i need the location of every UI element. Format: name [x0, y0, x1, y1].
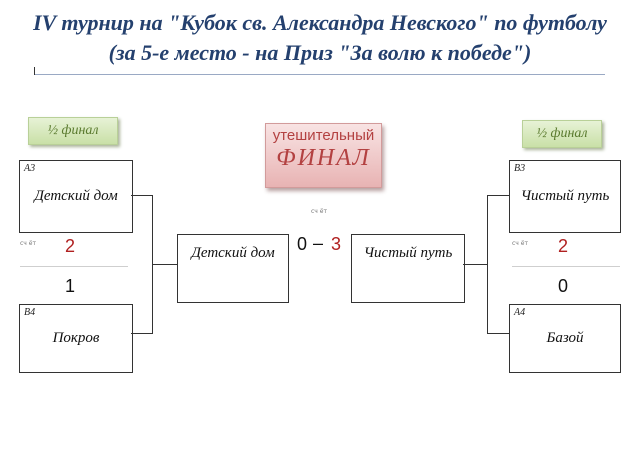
bracket-line: [487, 195, 488, 334]
bracket-line: [152, 264, 177, 265]
bracket-line: [487, 333, 509, 334]
team-box-right-bottom: А4 Базой: [509, 304, 621, 373]
bracket-line: [131, 195, 153, 196]
score-label-right: сч ёт: [512, 240, 528, 247]
score-right-bottom: 0: [558, 276, 569, 296]
semifinal-badge-right: ½ финал: [522, 120, 602, 148]
page-subtitle: (за 5-е место - на Приз "За волю к побед…: [108, 40, 532, 65]
seed-label: В4: [24, 307, 36, 318]
seed-label: В3: [514, 163, 526, 174]
semifinal-badge-left: ½ финал: [28, 117, 118, 145]
final-team-box-right: Чистый путь: [351, 234, 465, 303]
team-name: Базой: [546, 330, 584, 346]
score-left-bottom: 1: [65, 276, 76, 296]
team-box-left-bottom: В4 Покров: [19, 304, 133, 373]
score-label-left: сч ёт: [20, 240, 36, 247]
final-team-box-left: Детский дом: [177, 234, 289, 303]
final-score-left: 0: [297, 234, 308, 254]
score-left-top: 2: [65, 236, 76, 256]
title-divider: [35, 74, 605, 75]
team-name: Покров: [52, 330, 100, 346]
score-separator-right: [512, 266, 620, 267]
consolation-final-badge: утешительный ФИНАЛ: [265, 123, 382, 188]
final-score-right: 3: [331, 234, 342, 254]
bracket-line: [487, 195, 509, 196]
title-tick-mark: [34, 67, 35, 75]
bracket-line: [463, 264, 488, 265]
page-title: IV турнир на "Кубок св. Александра Невск…: [33, 10, 607, 35]
final-score-dash: –: [313, 233, 324, 253]
seed-label: А4: [514, 307, 526, 318]
final-badge-line1: утешительный: [272, 127, 375, 144]
bracket-line: [131, 333, 153, 334]
score-right-top: 2: [558, 236, 569, 256]
seed-label: А3: [24, 163, 36, 174]
team-name: Детский дом: [191, 245, 275, 261]
final-badge-line2: ФИНАЛ: [276, 145, 371, 171]
team-name: Детский дом: [34, 188, 118, 204]
team-box-left-top: А3 Детский дом: [19, 160, 133, 233]
team-name: Чистый путь: [520, 188, 610, 204]
team-name: Чистый путь: [363, 245, 453, 261]
score-label-final: сч ёт: [311, 208, 327, 215]
score-separator-left: [20, 266, 128, 267]
team-box-right-top: В3 Чистый путь: [509, 160, 621, 233]
